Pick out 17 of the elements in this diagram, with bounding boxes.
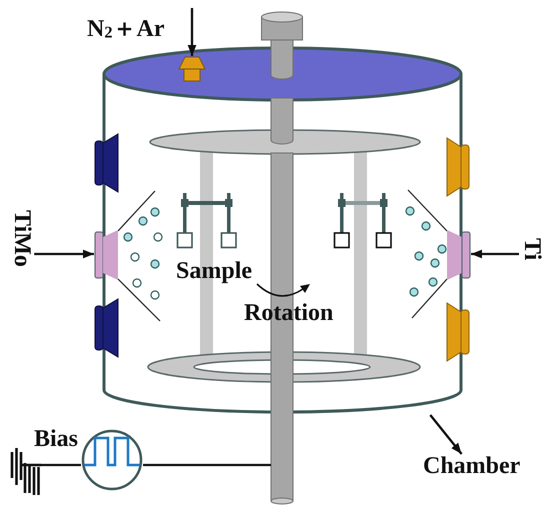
wire (41, 464, 81, 466)
sample-label: Sample (176, 259, 252, 284)
ground-symbol (9, 446, 41, 497)
sputter-target (446, 229, 471, 281)
arrow (429, 414, 462, 455)
bias-label: Bias (34, 427, 78, 452)
pulse-generator (81, 429, 143, 491)
vacuum-chamber (101, 46, 464, 415)
wire (143, 464, 271, 466)
chamber-label: Chamber (423, 454, 520, 480)
target-label: Ti (519, 238, 544, 260)
arrow (471, 250, 519, 258)
target-label: TiMo (9, 210, 34, 267)
gas-inlet (178, 56, 206, 82)
sputter-target (94, 229, 119, 281)
arrow (188, 8, 196, 56)
arrow (34, 250, 94, 258)
